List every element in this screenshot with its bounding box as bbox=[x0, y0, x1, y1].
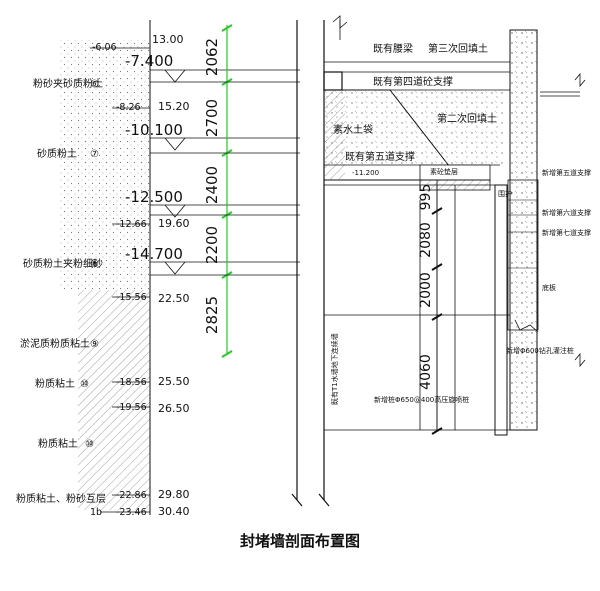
label-n1: 新增第五道支撑 bbox=[542, 168, 591, 177]
level-mark-4: -14.700 bbox=[125, 245, 183, 263]
soil-layer-2-mark: ⑦ bbox=[90, 149, 99, 160]
elev-2: -8.26 bbox=[116, 102, 141, 113]
soil-layer-1: 粉砂夹砂质粉土 bbox=[33, 77, 103, 90]
level-mark-1: -7.400 bbox=[125, 52, 173, 70]
soil-layer-6-mark: ⑩ bbox=[85, 439, 94, 450]
label-n2: 新增第六道支撑 bbox=[542, 208, 591, 217]
soil-texture-upper bbox=[60, 40, 150, 290]
level-mark-3: -12.500 bbox=[125, 188, 183, 206]
right-dimension-chain: 995 2080 2000 4060 bbox=[418, 180, 443, 435]
elev-8: -23.46 bbox=[116, 507, 147, 518]
label-fill2: 第二次回填土 bbox=[437, 112, 497, 125]
dim-right-4: 4060 bbox=[418, 354, 434, 390]
figure-caption: 封堵墙剖面布置图 bbox=[239, 532, 360, 550]
label-brace4: 既有第四道砼支撑 bbox=[373, 75, 453, 88]
level-mark-2: -10.100 bbox=[125, 121, 183, 139]
soil-layer-4: 淤泥质粉质粘土 bbox=[20, 337, 90, 350]
label-n4: 底板 bbox=[542, 283, 556, 292]
depth-5: 25.50 bbox=[158, 375, 190, 388]
depth-3: 19.60 bbox=[158, 217, 190, 230]
soil-layer-3-mark: ⑧ bbox=[90, 259, 99, 270]
label-fill3: 第三次回填土 bbox=[428, 42, 488, 55]
label-elev-11200: -11.200 bbox=[352, 169, 379, 177]
dim-right-3: 2000 bbox=[418, 272, 434, 308]
elev-6: -19.56 bbox=[116, 402, 147, 413]
dim-right-1: 995 bbox=[418, 184, 434, 211]
elev-5: -18.56 bbox=[116, 377, 147, 388]
elev-7: -22.86 bbox=[116, 490, 147, 501]
dim-green-4: 2200 bbox=[203, 226, 221, 264]
label-brace5: 既有第五道支撑 bbox=[345, 150, 415, 163]
green-dimension-chain bbox=[150, 24, 300, 358]
soil-layer-6: 粉质粘土 bbox=[38, 437, 78, 450]
depth-8: 30.40 bbox=[158, 505, 190, 518]
elev-code: 1b bbox=[90, 507, 102, 518]
soil-texture-lower bbox=[78, 290, 150, 510]
soil-layer-5: 粉质粘土 bbox=[35, 377, 75, 390]
elev-3: -12.66 bbox=[116, 219, 147, 230]
soil-layer-7: 粉质粘土、粉砂互层 bbox=[16, 492, 106, 505]
soil-layer-4-mark: ⑨ bbox=[90, 339, 99, 350]
label-pile2: 新增Φ600钻孔灌注桩 bbox=[506, 346, 574, 355]
depth-1: 13.00 bbox=[152, 33, 184, 46]
soil-layer-1-mark: ⑥ bbox=[90, 79, 99, 90]
excavation-structure bbox=[323, 15, 586, 436]
elev-1: -6.06 bbox=[92, 42, 117, 53]
dim-green-5: 2825 bbox=[203, 296, 221, 334]
dim-green-2: 2700 bbox=[203, 99, 221, 137]
diaphragm-wall bbox=[291, 20, 330, 507]
depth-2: 15.20 bbox=[158, 100, 190, 113]
layer-boundaries bbox=[90, 47, 150, 513]
soil-layer-3: 砂质粉土夹粉细砂 bbox=[23, 257, 103, 270]
label-pile-note: 新增桩Φ650@400高压旋喷桩 bbox=[374, 395, 469, 404]
soil-layer-2: 砂质粉土 bbox=[37, 147, 77, 160]
label-diaphragm: 既有T1水墙地下连续墙 bbox=[330, 333, 339, 405]
dim-green-3: 2400 bbox=[203, 166, 221, 204]
depth-6: 26.50 bbox=[158, 402, 190, 415]
soil-layer-5-mark: ⑩ bbox=[80, 379, 89, 390]
label-n3: 新增第七道支撑 bbox=[542, 228, 591, 237]
label-plain-soil: 素水土袋 bbox=[333, 123, 373, 136]
elev-4: -15.56 bbox=[116, 292, 147, 303]
label-beam: 既有腰梁 bbox=[373, 42, 413, 55]
label-vert: 围护 bbox=[498, 189, 512, 198]
label-cushion: 素砼垫层 bbox=[430, 167, 458, 176]
depth-4: 22.50 bbox=[158, 292, 190, 305]
dim-right-2: 2080 bbox=[418, 222, 434, 258]
dim-green-1: 2062 bbox=[203, 38, 221, 76]
depth-7: 29.80 bbox=[158, 488, 190, 501]
